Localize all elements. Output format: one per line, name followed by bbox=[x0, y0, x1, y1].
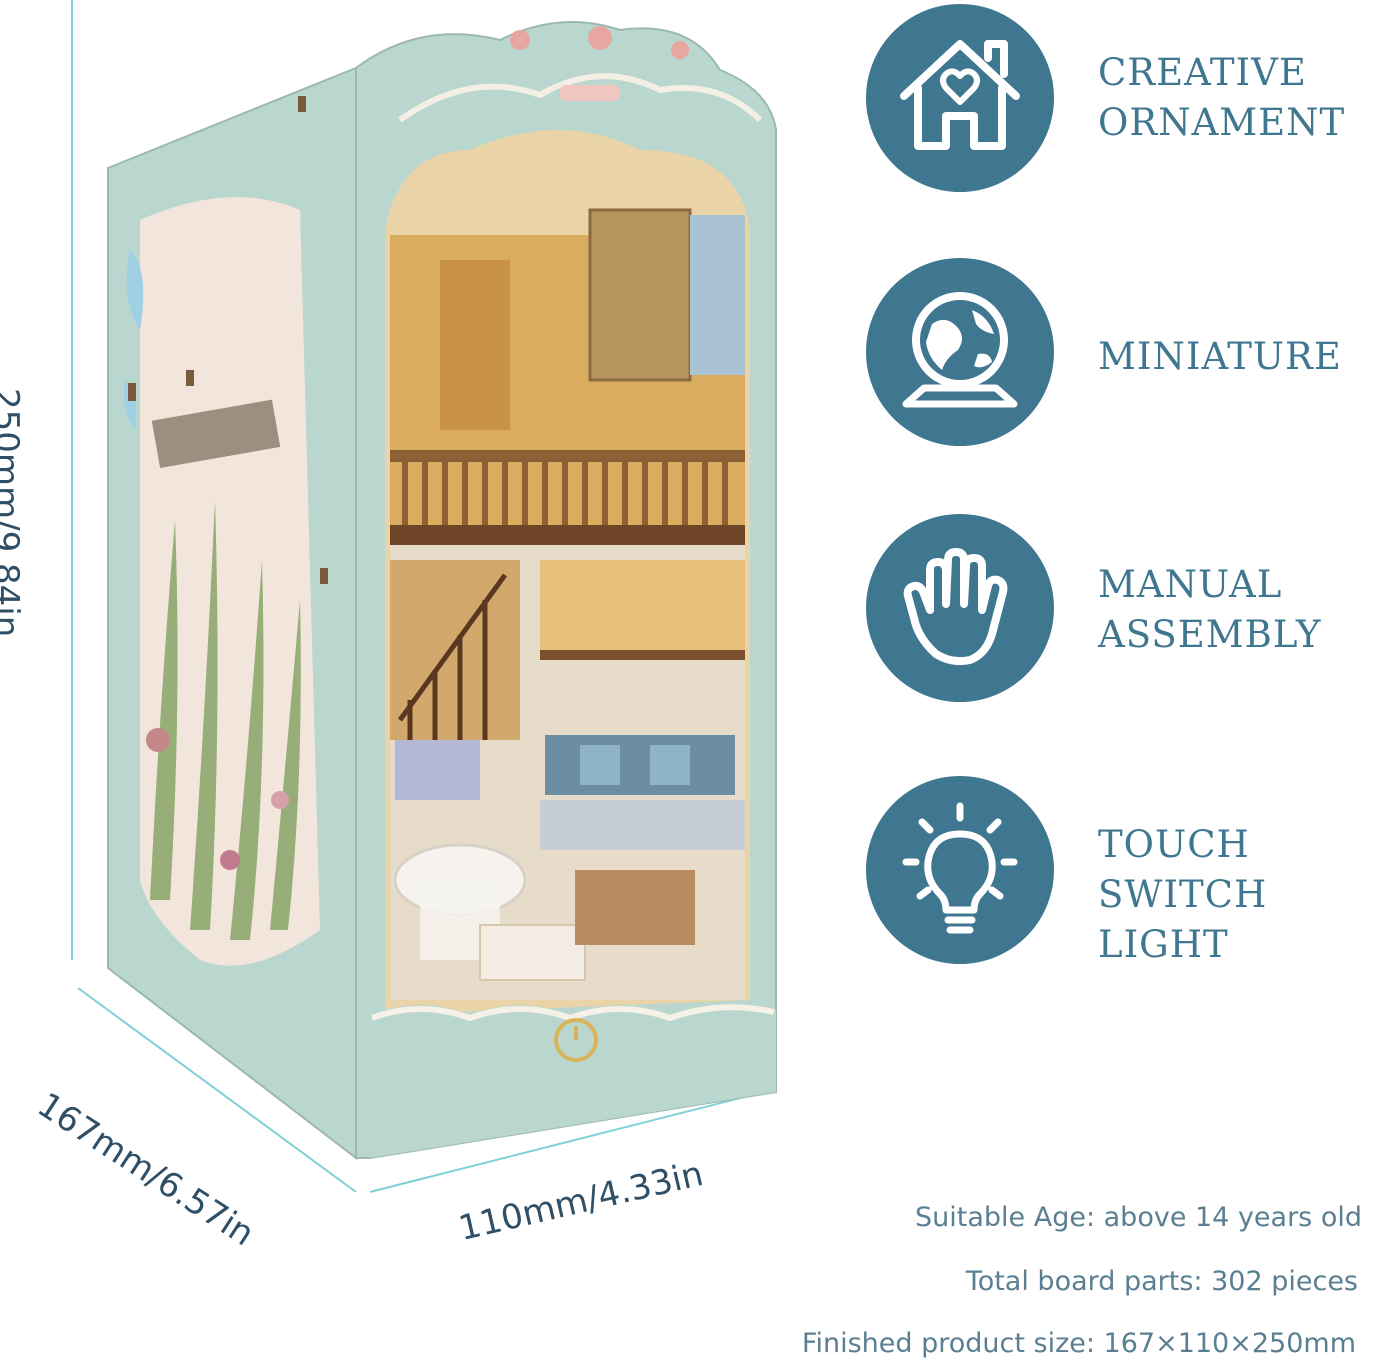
spec-suitable-age: Suitable Age: above 14 years old bbox=[915, 1202, 1362, 1233]
height-dimension-label: 250mm/9.84in bbox=[0, 388, 26, 638]
feature-touch-switch-light: TOUCH SWITCH LIGHT bbox=[866, 776, 1386, 966]
feature-miniature: MINIATURE bbox=[866, 258, 1386, 448]
house-heart-icon bbox=[866, 4, 1054, 192]
feature-label: MANUAL ASSEMBLY bbox=[1098, 560, 1321, 660]
hand-icon bbox=[866, 514, 1054, 702]
book-nook-product-image bbox=[71, 0, 777, 1193]
feature-manual-assembly: MANUAL ASSEMBLY bbox=[866, 514, 1386, 704]
globe-icon bbox=[866, 258, 1054, 446]
spec-product-size: Finished product size: 167×110×250mm bbox=[801, 1328, 1356, 1359]
feature-label-line-1: MANUAL bbox=[1098, 563, 1283, 606]
spec-board-parts: Total board parts: 302 pieces bbox=[965, 1266, 1358, 1297]
feature-label: MINIATURE bbox=[1098, 332, 1342, 382]
feature-label-line-1: TOUCH SWITCH bbox=[1098, 823, 1268, 916]
light-bulb-icon bbox=[866, 776, 1054, 964]
feature-label-line-2: LIGHT bbox=[1098, 923, 1229, 966]
feature-label-line-2: ASSEMBLY bbox=[1098, 613, 1322, 656]
feature-label-line-1: CREATIVE bbox=[1098, 51, 1307, 94]
feature-creative-ornament: CREATIVE ORNAMENT bbox=[866, 4, 1386, 194]
feature-label: CREATIVE ORNAMENT bbox=[1098, 48, 1345, 148]
feature-label-line-2: ORNAMENT bbox=[1098, 101, 1346, 144]
feature-label-line-1: MINIATURE bbox=[1098, 335, 1342, 378]
feature-label: TOUCH SWITCH LIGHT bbox=[1098, 820, 1386, 970]
